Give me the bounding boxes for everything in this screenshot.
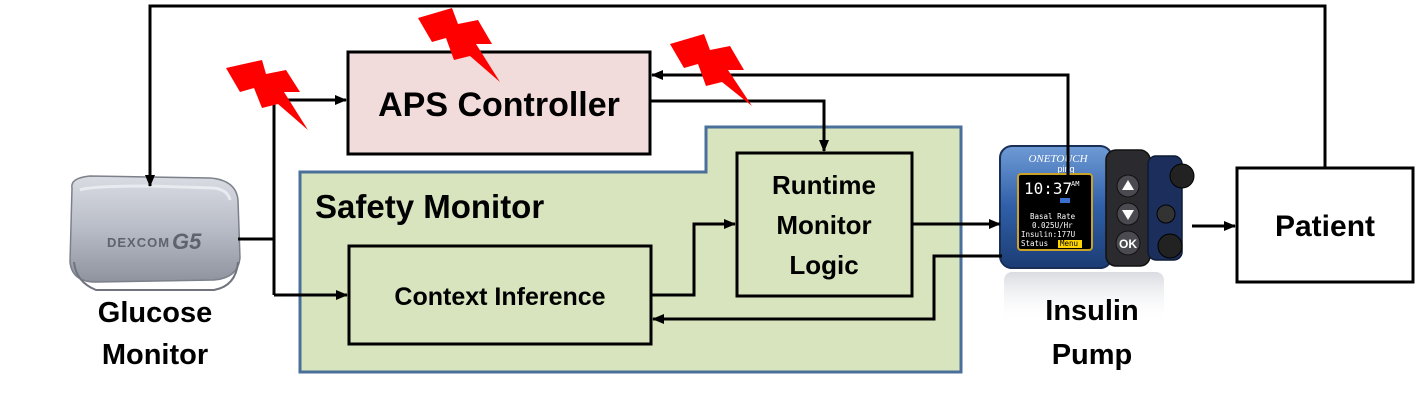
sensor-model-text: G5 <box>172 229 202 254</box>
safety-monitor-label: Safety Monitor <box>315 188 544 225</box>
arrow-pump-to-context <box>652 254 1002 324</box>
attack-lightning-icon-sensor <box>226 60 308 130</box>
pump-screen <box>1017 173 1093 251</box>
patient-box <box>1235 166 1415 284</box>
pump-status-text: Status <box>1021 239 1048 248</box>
pump-ampm-text: AM <box>1071 180 1079 188</box>
arrow-aps-to-runtime <box>650 99 829 152</box>
runtime-monitor-box <box>735 151 914 298</box>
pump-basal-value: 0.025U/Hr <box>1032 221 1073 230</box>
pump-time-text: 10:37 <box>1024 179 1072 198</box>
attack-lightning-icon-pump-link <box>670 34 752 106</box>
pump-ok-text: OK <box>1119 237 1137 251</box>
glucose-monitor-line-2: Monitor <box>102 339 208 371</box>
patient-label: Patient <box>1275 210 1375 243</box>
pump-menu-text: Menu <box>1060 239 1078 248</box>
insulin-pump-line-2: Pump <box>1052 339 1133 371</box>
sensor-brand-text: DEXCOM <box>107 235 170 250</box>
pump-brand-line-2: ping <box>1057 164 1074 174</box>
runtime-monitor-line-2: Monitor <box>776 210 871 240</box>
attack-lightning-icon-controller <box>418 8 500 82</box>
aps-controller-label: APS Controller <box>378 86 620 124</box>
glucose-sensor-device: DEXCOM G5 <box>69 175 241 291</box>
pump-basal-label: Basal Rate <box>1030 212 1076 221</box>
glucose-monitor-line-1: Glucose <box>98 297 212 329</box>
insulin-pump-device: OK ONETOUCH ping 10:37 AM Basal Rate 0.0… <box>999 145 1195 324</box>
arrow-patient-to-glucose <box>145 4 1327 187</box>
arrow-context-to-runtime <box>651 219 736 297</box>
context-inference-label: Context Inference <box>394 283 605 311</box>
pump-insulin-text: Insulin:177U <box>1021 230 1075 239</box>
runtime-monitor-line-1: Runtime <box>772 170 876 200</box>
insulin-pump-line-1: Insulin <box>1045 295 1138 327</box>
arrow-pump-to-aps <box>651 70 1070 176</box>
runtime-monitor-line-3: Logic <box>789 250 858 280</box>
aps-controller-box <box>346 50 652 156</box>
context-inference-box <box>347 244 653 346</box>
pump-brand-line-1: ONETOUCH <box>1028 153 1088 165</box>
